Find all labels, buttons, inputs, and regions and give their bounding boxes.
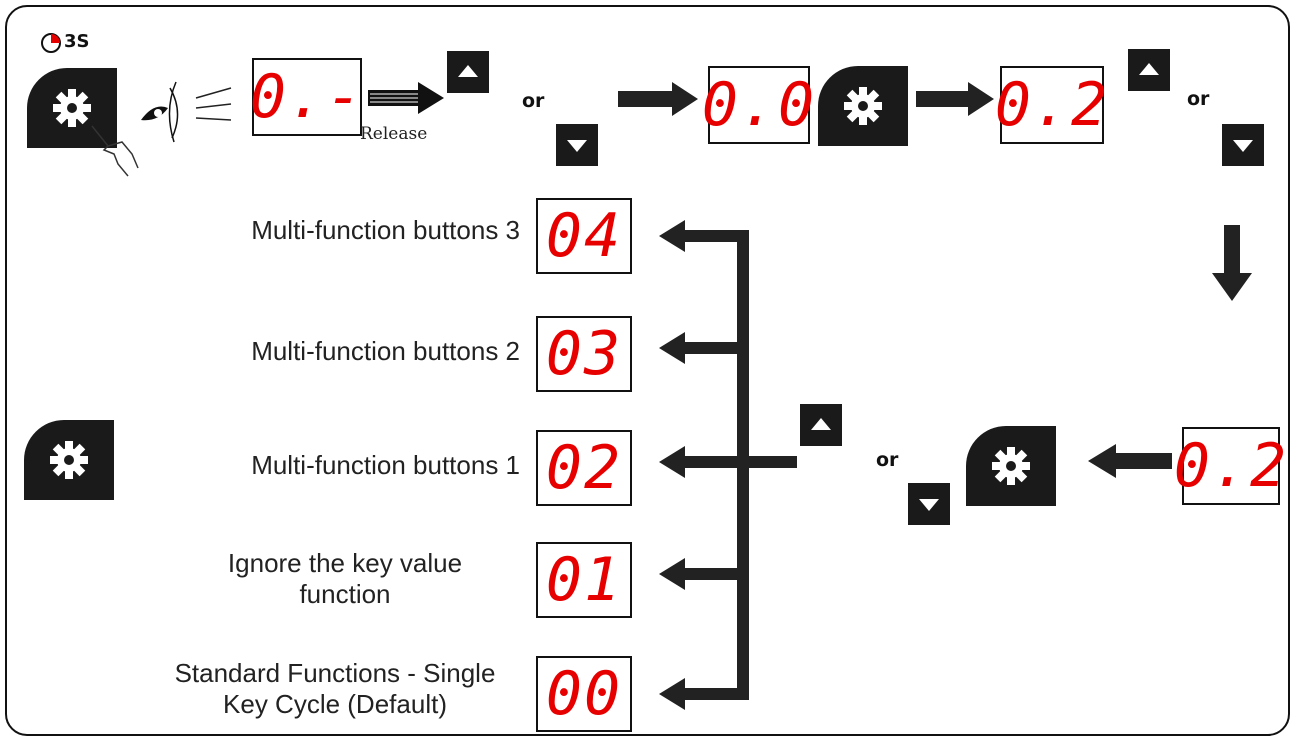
flow-arrow-icon <box>1088 444 1172 478</box>
or-label-1: or <box>522 90 545 112</box>
down-arrow-icon <box>1233 140 1253 152</box>
set-button <box>966 426 1056 506</box>
hand-pointer-icon <box>91 125 139 177</box>
release-label: Release <box>360 124 428 144</box>
display-03: 03 <box>536 316 632 392</box>
display-0-dash: 0.- <box>250 58 362 136</box>
display-0-0: 0.0 <box>702 66 814 144</box>
down-button <box>556 124 598 166</box>
option-label: Multi-function buttons 2 <box>251 336 520 366</box>
flow-arrow-icon <box>916 82 994 116</box>
down-button <box>1222 124 1264 166</box>
display-04: 04 <box>536 198 632 274</box>
down-button <box>908 483 950 525</box>
or-label-2: or <box>1187 88 1210 110</box>
up-button <box>800 404 842 446</box>
branch-connector <box>659 220 797 710</box>
display-0-2-lower: 0.2 <box>1174 427 1286 505</box>
up-arrow-icon <box>811 418 831 430</box>
display-00: 00 <box>536 656 632 732</box>
down-arrow-icon <box>919 499 939 511</box>
diagram-frame <box>5 5 1290 736</box>
display-02: 02 <box>536 430 632 506</box>
option-label: Standard Functions - Single Key Cycle (D… <box>174 658 496 720</box>
display-0-2: 0.2 <box>995 66 1107 144</box>
flow-arrow-icon <box>618 82 698 116</box>
option-label: Multi-function buttons 1 <box>251 450 520 480</box>
gear-icon <box>53 89 91 127</box>
set-button <box>818 66 908 146</box>
gear-icon <box>844 87 882 125</box>
display-01: 01 <box>536 542 632 618</box>
flow-arrow-icon <box>1212 225 1252 301</box>
timer-label: 3S <box>64 31 90 52</box>
down-arrow-icon <box>567 140 587 152</box>
up-arrow-icon <box>1139 63 1159 75</box>
flow-arrow-icon <box>368 82 444 114</box>
set-button <box>27 68 117 148</box>
clock-icon <box>41 33 61 53</box>
gear-icon <box>992 447 1030 485</box>
gear-icon <box>50 441 88 479</box>
set-button <box>24 420 114 500</box>
option-label: Ignore the key value function <box>227 548 463 610</box>
up-button <box>447 51 489 93</box>
option-label: Multi-function buttons 3 <box>251 215 520 245</box>
up-arrow-icon <box>458 65 478 77</box>
eye-icon <box>141 81 232 143</box>
up-button <box>1128 49 1170 91</box>
or-label-3: or <box>876 449 899 471</box>
